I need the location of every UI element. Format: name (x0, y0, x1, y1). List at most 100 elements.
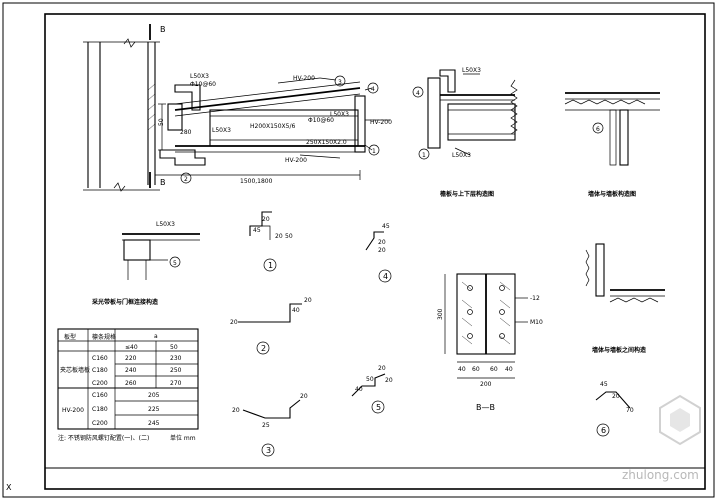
caption-section-bb: B—B (476, 403, 495, 412)
flashing-6: 45 20 70 6 (595, 381, 634, 437)
section-bb: -12 M10 40 60 60 40 200 300 B—B (437, 273, 543, 412)
svg-text:C200: C200 (92, 420, 108, 427)
roof-end-angle-bottom: L50X3 (452, 152, 471, 159)
svg-text:板型: 板型 (64, 333, 76, 341)
svg-text:225: 225 (148, 406, 160, 413)
main-eave-detail: B B L50X3 (83, 24, 392, 192)
svg-text:1: 1 (268, 261, 273, 270)
door-frame-detail: L50X3 5 采光带板与门框连接构造 (92, 221, 200, 306)
inner-frame (44, 13, 706, 490)
svg-text:270: 270 (170, 380, 182, 387)
section-mark-bottom: B (160, 178, 166, 187)
table-unit: 单位 mm (170, 434, 196, 442)
callout-1 (368, 144, 380, 156)
bb-side-dim: 300 (437, 308, 444, 320)
panel-right-label: HV-200 (370, 119, 392, 126)
bolt-top-label: Φ10@60 (190, 81, 216, 88)
svg-text:40: 40 (505, 366, 513, 373)
svg-text:20: 20 (262, 216, 270, 223)
svg-text:檩条规格: 檩条规格 (92, 333, 116, 341)
svg-text:40: 40 (458, 366, 466, 373)
bolt-mid-label: Φ10@60 (308, 117, 334, 124)
svg-text:50: 50 (170, 344, 178, 351)
callout-2 (180, 172, 192, 184)
svg-text:1: 1 (372, 148, 376, 155)
bb-plate-label: -12 (530, 295, 540, 302)
callout-5-door: 5 (173, 260, 177, 267)
svg-text:20: 20 (378, 239, 386, 246)
door-frame-angle: L50X3 (156, 221, 175, 228)
svg-text:20: 20 (378, 247, 386, 254)
panel-bottom-label: HV-200 (285, 157, 307, 164)
watermark-text: zhulong.com (622, 468, 699, 482)
flashing-1: 20 45 50 20 1 (249, 211, 293, 272)
callout-3 (334, 75, 346, 87)
svg-text:20: 20 (378, 365, 386, 372)
parapet-detail: 墙体与墙板之间构造 (585, 243, 665, 354)
svg-text:60: 60 (472, 366, 480, 373)
svg-text:45: 45 (600, 381, 608, 388)
svg-text:HV-200: HV-200 (62, 407, 84, 414)
dim-50: 50 (158, 118, 165, 126)
svg-text:20: 20 (275, 233, 283, 240)
svg-text:3: 3 (338, 79, 342, 86)
dim-280: 280 (180, 129, 192, 136)
svg-text:240: 240 (125, 367, 137, 374)
svg-text:6: 6 (601, 426, 606, 435)
angle-top-label: L50X3 (190, 73, 209, 80)
purlin-label: H200X150X5/6 (250, 123, 295, 130)
roof-end-detail: L50X3 L50X3 4 1 檐板与上下层构造图 (412, 67, 518, 198)
flashing-3: 20 25 20 3 (232, 393, 308, 457)
caption-parapet: 墙体与墙板之间构造 (592, 346, 646, 354)
svg-text:20: 20 (612, 393, 620, 400)
svg-text:20: 20 (385, 377, 393, 384)
bb-bolt-label: M10 (530, 319, 543, 326)
svg-text:45: 45 (253, 227, 261, 234)
table-note: 注: 不锈钢防风螺钉配置(一)、(二) (58, 434, 149, 442)
svg-text:250: 250 (170, 367, 182, 374)
spec-table: 板型 檩条规格 a ≤40 50 夹芯板墙板 C160 220 230 C180… (57, 328, 199, 442)
svg-text:≤40: ≤40 (125, 344, 138, 351)
svg-text:60: 60 (490, 366, 498, 373)
span-label: 1500,1800 (240, 178, 273, 185)
svg-text:2: 2 (261, 344, 266, 353)
svg-text:4: 4 (383, 272, 388, 281)
plate-label: 250X150X2.0 (306, 139, 347, 146)
panel-top-label: HV-200 (293, 75, 315, 82)
svg-text:1: 1 (422, 152, 426, 159)
svg-text:20: 20 (300, 393, 308, 400)
svg-text:230: 230 (170, 355, 182, 362)
svg-text:a: a (154, 333, 158, 340)
svg-text:20: 20 (230, 319, 238, 326)
caption-roof-end: 檐板与上下层构造图 (440, 190, 494, 198)
svg-text:70: 70 (626, 407, 634, 414)
svg-text:50: 50 (285, 233, 293, 240)
svg-text:245: 245 (148, 420, 160, 427)
angle-right-label: L50X3 (330, 111, 349, 118)
callout-6-wall: 6 (596, 126, 600, 133)
svg-text:205: 205 (148, 392, 160, 399)
svg-text:20: 20 (232, 407, 240, 414)
svg-text:45: 45 (382, 223, 390, 230)
svg-text:25: 25 (262, 422, 270, 429)
svg-text:5: 5 (376, 403, 381, 412)
svg-text:40: 40 (355, 386, 363, 393)
svg-text:40: 40 (292, 307, 300, 314)
svg-text:260: 260 (125, 380, 137, 387)
roof-end-angle-label: L50X3 (462, 67, 481, 74)
svg-text:220: 220 (125, 355, 137, 362)
svg-text:4: 4 (371, 86, 375, 93)
watermark-logo (659, 394, 701, 446)
svg-text:3: 3 (266, 446, 271, 455)
caption-door-frame: 采光带板与门框连接构造 (92, 298, 158, 306)
svg-text:C160: C160 (92, 355, 108, 362)
bb-total: 200 (480, 381, 492, 388)
svg-text:20: 20 (304, 297, 312, 304)
svg-text:C160: C160 (92, 392, 108, 399)
flashing-5: 20 50 40 20 5 (351, 365, 393, 414)
svg-text:夹芯板墙板: 夹芯板墙板 (60, 366, 90, 374)
svg-text:4: 4 (416, 90, 420, 97)
wall-corner-detail: 6 墙体与墙板构造图 (564, 92, 660, 198)
